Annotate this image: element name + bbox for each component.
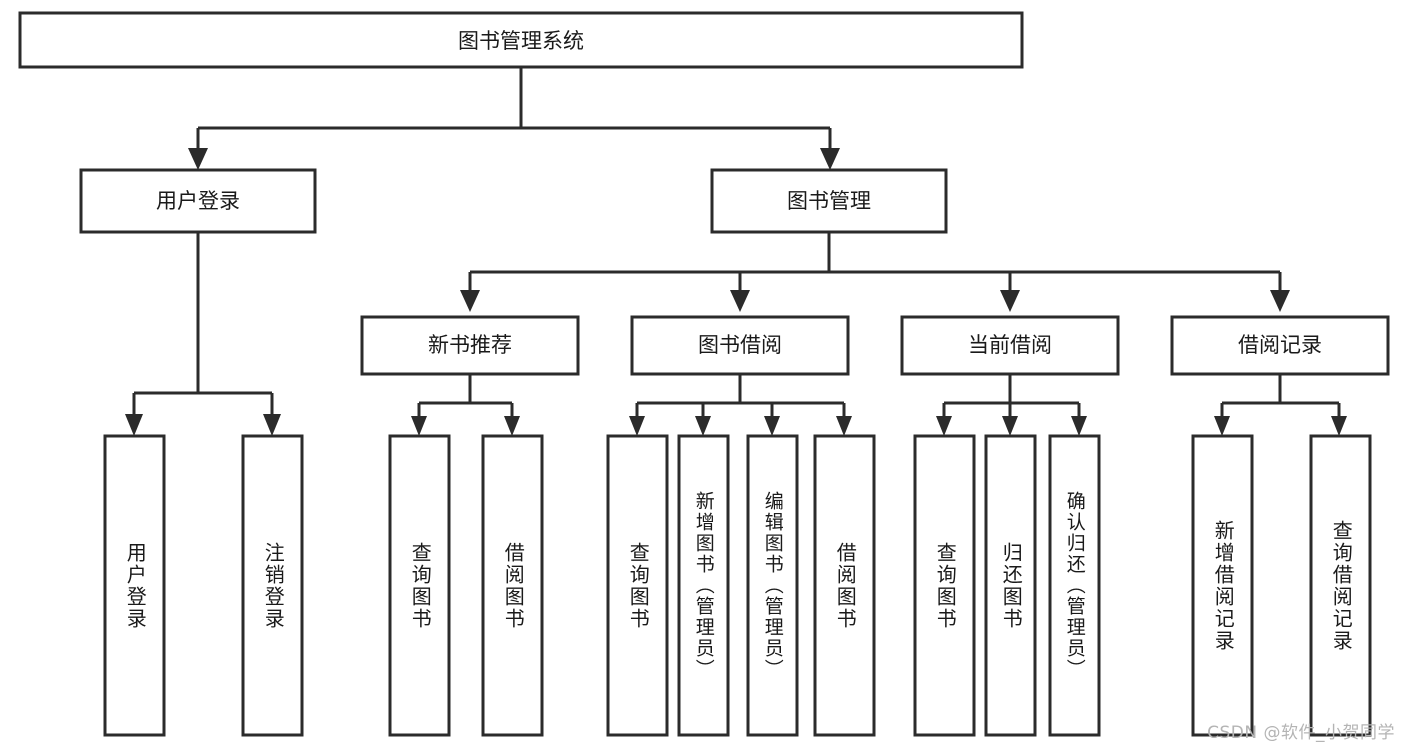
leaf-new-book-2-label: 借阅图书	[501, 541, 526, 630]
node-current-borrow[interactable]: 当前借阅	[900, 315, 1120, 376]
leaf-box-new-book-2[interactable]	[481, 434, 544, 737]
leaf-box-borrow-1[interactable]	[606, 434, 669, 737]
connector-currentborrow-to-leaves	[936, 374, 1087, 436]
node-root-label: 图书管理系统	[458, 29, 584, 53]
leaf-box-user-login-2[interactable]	[241, 434, 304, 737]
connector-bookborrow-to-leaves	[629, 374, 852, 436]
leaf-new-book-1-label: 查询图书	[408, 541, 433, 630]
leaf-borrow-1-label: 查询图书	[626, 541, 651, 630]
node-new-book-recommend-label: 新书推荐	[428, 333, 512, 357]
leaf-box-borrow-2[interactable]	[677, 434, 730, 737]
leaf-borrow-1[interactable]: 查询图书	[608, 436, 667, 735]
node-user-login-label: 用户登录	[156, 189, 240, 213]
leaf-borrow-4[interactable]: 借阅图书	[815, 436, 874, 735]
node-book-manage[interactable]: 图书管理	[710, 168, 948, 234]
leaf-current-2[interactable]: 归还图书	[986, 436, 1035, 735]
leaf-record-2-label: 查询借阅记录	[1329, 519, 1354, 652]
leaf-box-new-book-1[interactable]	[388, 434, 451, 737]
leaf-user-login-1[interactable]: 用户登录	[105, 436, 164, 735]
connector-bookmanage-to-level3	[460, 232, 1290, 312]
node-current-borrow-label: 当前借阅	[968, 333, 1052, 357]
node-user-login[interactable]: 用户登录	[79, 168, 317, 234]
leaf-current-2-label: 归还图书	[999, 541, 1024, 630]
connector-newbook-to-leaves	[411, 374, 520, 436]
leaf-current-1-label: 查询图书	[933, 541, 958, 630]
leaf-new-book-2[interactable]: 借阅图书	[483, 436, 542, 735]
node-book-borrow-label: 图书借阅	[698, 333, 782, 357]
connector-userlogin-to-leaves	[125, 232, 281, 436]
leaf-borrow-2-label: 新增图书（管理员）	[692, 491, 715, 680]
leaf-box-current-1[interactable]	[913, 434, 976, 737]
leaf-record-1[interactable]: 新增借阅记录	[1193, 436, 1252, 735]
leaf-borrow-4-label: 借阅图书	[833, 541, 858, 630]
leaf-box-record-1[interactable]	[1191, 434, 1254, 737]
node-new-book-recommend[interactable]: 新书推荐	[360, 315, 580, 376]
node-borrow-record-label: 借阅记录	[1238, 333, 1322, 357]
leaf-record-2[interactable]: 查询借阅记录	[1311, 436, 1370, 735]
leaf-user-login-2[interactable]: 注销登录	[243, 436, 302, 735]
leaf-box-current-3[interactable]	[1048, 434, 1101, 737]
leaf-user-login-2-label: 注销登录	[261, 541, 286, 630]
leaf-box-borrow-4[interactable]	[813, 434, 876, 737]
node-borrow-record[interactable]: 借阅记录	[1170, 315, 1390, 376]
watermark-text: CSDN @软件_小贺同学	[1207, 723, 1395, 743]
leaf-user-login-1-label: 用户登录	[123, 541, 148, 630]
leaf-borrow-3-label: 编辑图书（管理员）	[761, 491, 784, 680]
leaf-current-3-label: 确认归还（管理员）	[1063, 491, 1086, 680]
leaf-current-3[interactable]: 确认归还（管理员）	[1050, 436, 1099, 735]
leaf-record-1-label: 新增借阅记录	[1211, 519, 1236, 652]
leaf-new-book-1[interactable]: 查询图书	[390, 436, 449, 735]
leaf-box-borrow-3[interactable]	[746, 434, 799, 737]
connector-borrowrecord-to-leaves	[1214, 374, 1347, 436]
leaf-current-1[interactable]: 查询图书	[915, 436, 974, 735]
leaf-box-record-2[interactable]	[1309, 434, 1372, 737]
node-root[interactable]: 图书管理系统	[18, 11, 1024, 69]
leaf-box-current-2[interactable]	[984, 434, 1037, 737]
connector-root-to-level2	[188, 67, 840, 170]
node-book-manage-label: 图书管理	[787, 189, 871, 213]
leaf-borrow-3[interactable]: 编辑图书（管理员）	[748, 436, 797, 735]
node-book-borrow[interactable]: 图书借阅	[630, 315, 850, 376]
leaf-borrow-2[interactable]: 新增图书（管理员）	[679, 436, 728, 735]
leaf-box-user-login-1[interactable]	[103, 434, 166, 737]
